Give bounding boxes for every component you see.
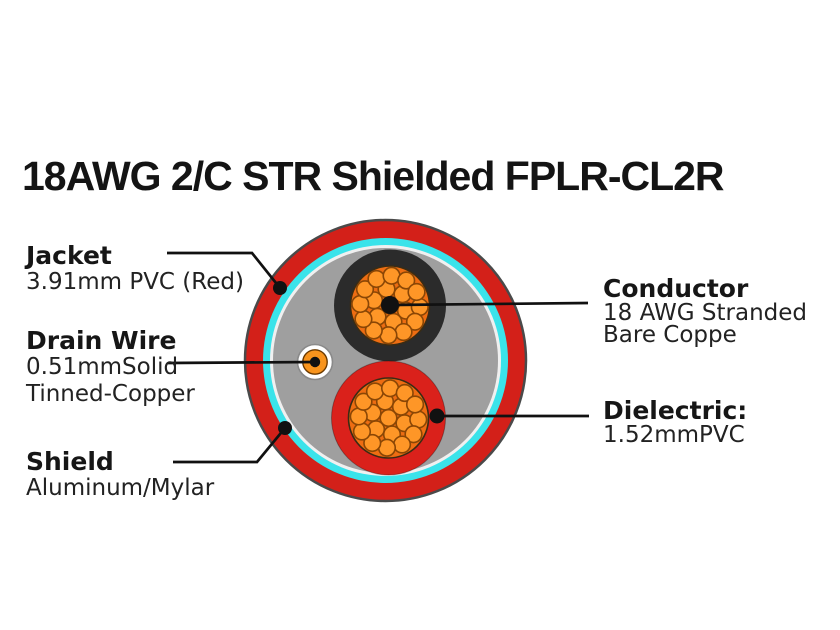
drain-wire-spec-2: Tinned-Copper <box>26 381 195 407</box>
strand <box>407 282 426 302</box>
conductor-leader-dot <box>381 296 399 314</box>
strand <box>395 383 414 403</box>
label-drain-wire: Drain Wire 0.51mmSolid Tinned-Copper <box>26 328 195 408</box>
strand <box>363 433 382 453</box>
strand <box>355 280 375 299</box>
strand <box>404 425 423 444</box>
strand <box>354 392 373 411</box>
strand <box>367 269 386 289</box>
jacket-leader-line <box>167 251 282 289</box>
page-title: 18AWG 2/C STR Shielded FPLR-CL2R <box>22 153 725 199</box>
shield-heading: Shield <box>26 447 114 476</box>
shield-leader-dot <box>278 421 292 435</box>
conductor-spec-1: 18 AWG Stranded <box>603 300 808 326</box>
jacket-heading: Jacket <box>26 241 112 270</box>
strand <box>352 422 372 441</box>
jacket-leader-dot <box>273 281 287 295</box>
drain-wire-spec-1: 0.51mmSolid <box>26 354 179 380</box>
drain-leader-line <box>167 360 316 365</box>
conductor-spec-2: Bare Coppe <box>603 322 737 348</box>
dielectric-spec: 1.52mmPVC <box>603 422 745 448</box>
drain-wire-heading: Drain Wire <box>26 326 177 355</box>
strand <box>364 321 383 340</box>
strand <box>405 395 425 414</box>
conductor-heading: Conductor <box>603 274 749 303</box>
dielectric-leader-dot <box>429 408 445 424</box>
strand <box>394 322 413 342</box>
label-dielectric: Dielectric: 1.52mmPVC <box>603 396 748 448</box>
strand <box>405 312 425 331</box>
label-shield: Shield Aluminum/Mylar <box>26 449 214 502</box>
label-conductor: Conductor 18 AWG Stranded Bare Coppe <box>603 274 808 348</box>
shield-leader-line <box>173 427 287 464</box>
shield-spec: Aluminum/Mylar <box>26 475 215 501</box>
strand <box>365 382 385 401</box>
label-jacket: Jacket 3.91mm PVC (Red) <box>26 243 244 296</box>
bottom-conductor-strands <box>349 379 428 457</box>
strand <box>397 271 416 290</box>
drain-leader-dot <box>309 356 321 368</box>
top-conductor-strands <box>351 266 429 345</box>
strand <box>354 309 373 329</box>
jacket-spec: 3.91mm PVC (Red) <box>26 269 244 295</box>
dielectric-heading: Dielectric: <box>603 396 748 425</box>
strand <box>392 435 412 454</box>
conductor-leader-line <box>389 301 589 307</box>
